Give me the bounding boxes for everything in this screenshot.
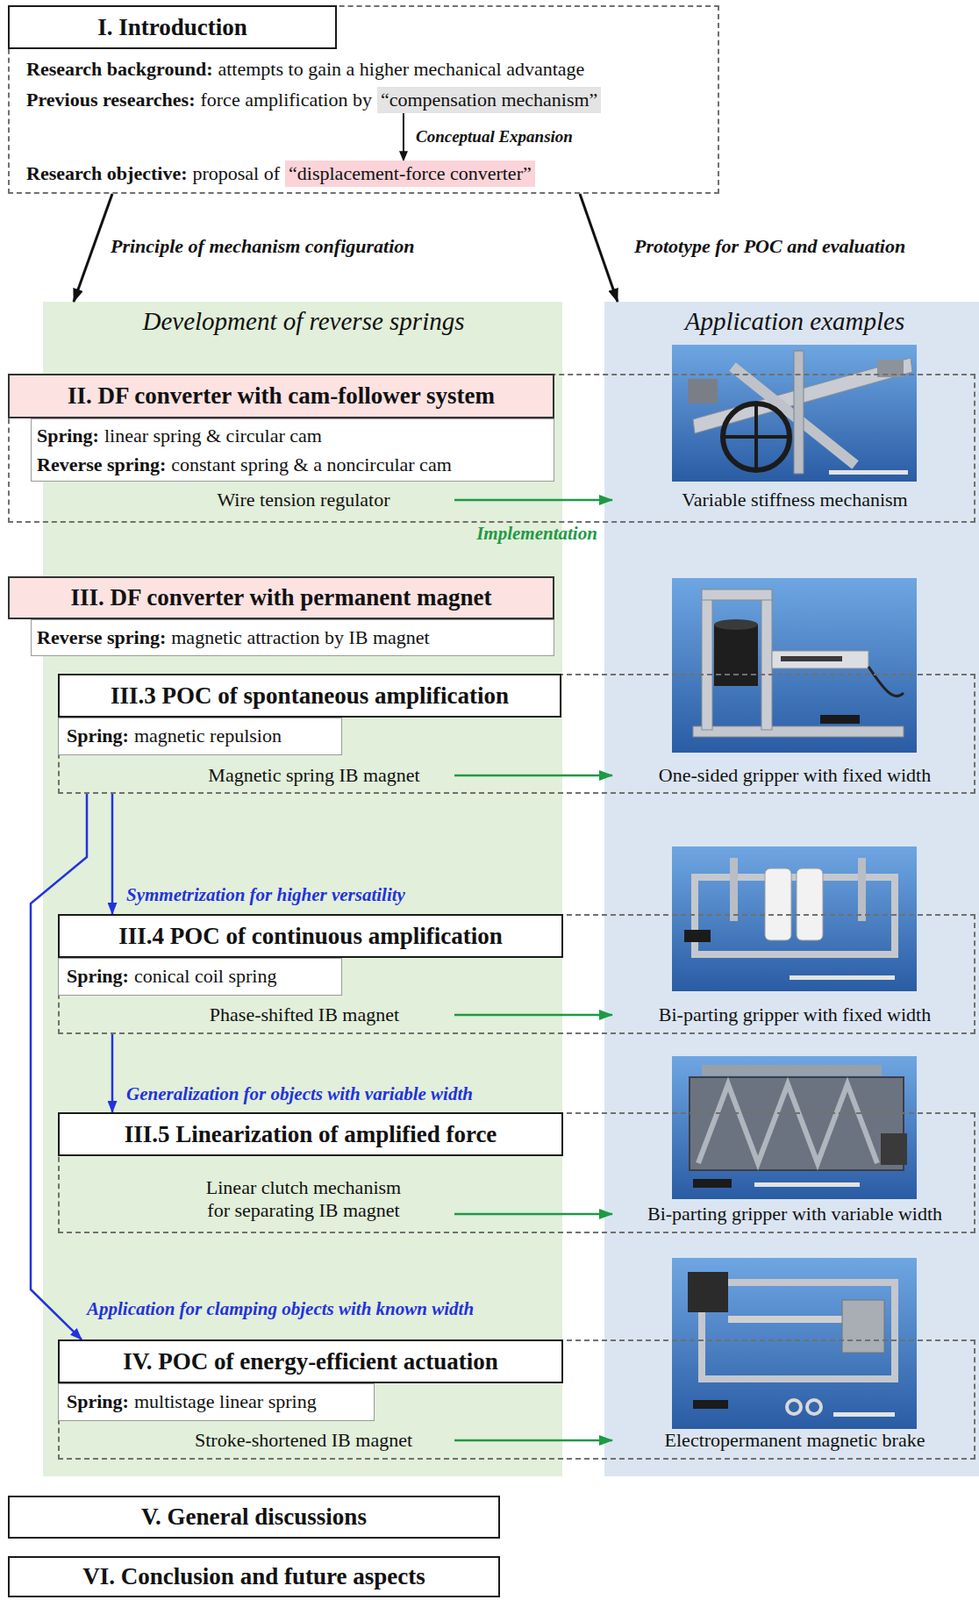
node-text: VI. Conclusion and future aspects: [82, 1562, 425, 1591]
node-text: Previous researches:: [26, 88, 195, 112]
node-text: Wire tension regulator: [216, 488, 390, 512]
edge-label: Symmetrization for higher versatility: [126, 884, 406, 907]
node-text: Development of reverse springs: [142, 306, 465, 337]
implementation-arrow: [454, 1439, 613, 1443]
node-text: Phase-shifted IB magnet: [209, 1003, 400, 1027]
node-text: III.4 POC of continuous amplification: [118, 921, 502, 951]
section-frame: Stroke-shortened IB magnet Electropermane…: [57, 1339, 976, 1460]
section-frame: Wire tension regulator Variable stiffness…: [7, 373, 976, 523]
edge-label: Application for clamping objects with kn…: [86, 1298, 474, 1321]
connector-arrow: [111, 1034, 115, 1113]
edge-label: Generalization for objects with variable…: [126, 1083, 473, 1106]
node-text: linear spring & circular cam: [104, 424, 322, 448]
node-text: conical coil spring: [134, 964, 278, 988]
node-text: constant spring & a noncircular cam: [171, 453, 452, 477]
node-text: III.3 POC of spontaneous amplification: [110, 681, 509, 710]
heading-box: I. Introduction: [7, 5, 337, 50]
node-text: magnetic repulsion: [134, 724, 282, 748]
section-frame: Phase-shifted IB magnet Bi-parting grippe…: [57, 914, 976, 1035]
implementation-arrow: [454, 1213, 613, 1216]
section-frame: Research background:attempts to gain a h…: [7, 5, 720, 194]
annotation-label: Implementation: [476, 522, 598, 545]
node-text: Stroke-shortened IB magnet: [194, 1429, 413, 1452]
edge-label: Conceptual Expansion: [415, 127, 573, 148]
node-text: attempts to gain a higher mechanical adv…: [217, 57, 585, 81]
heading-box: III.5 Linearization of amplified force: [57, 1112, 564, 1157]
node-text: Reverse spring:: [36, 453, 166, 477]
node-text: Reverse spring:: [36, 626, 166, 650]
edge-label: Prototype for POC and evaluation: [634, 235, 906, 258]
node-text: magnetic attraction by IB magnet: [171, 626, 429, 650]
heading-box: IV. POC of energy-efficient actuation: [57, 1339, 564, 1384]
section-frame: Linear clutch mechanism for separating I…: [57, 1112, 976, 1234]
node-text: Spring:: [66, 1390, 129, 1414]
highlight-box: “displacement-force converter”: [285, 160, 536, 187]
node-text: Research objective:: [26, 162, 187, 186]
node-text: V. General discussions: [141, 1502, 367, 1531]
heading-box: III. DF converter with permanent magnet: [7, 576, 555, 620]
node-text: Linear clutch mechanism for separating I…: [171, 1176, 436, 1223]
implementation-arrow: [454, 774, 613, 778]
node-text: IV. POC of energy-efficient actuation: [122, 1347, 499, 1376]
connector-arrow: [73, 193, 113, 302]
prototype-photo: [671, 344, 917, 482]
node-text: Spring:: [66, 724, 129, 748]
connector-arrow: [402, 113, 405, 162]
prototype-photo: [671, 846, 917, 992]
node-text: I. Introduction: [97, 13, 248, 42]
detail-box: Spring:magnetic repulsion: [57, 717, 343, 756]
node-text: Spring:: [36, 424, 100, 448]
connector-arrow: [111, 793, 115, 915]
heading-box: III.3 POC of spontaneous amplification: [57, 673, 562, 718]
node-text: Application examples: [685, 306, 905, 337]
implementation-arrow: [454, 1014, 613, 1017]
detail-box: Spring:conical coil spring: [57, 957, 343, 996]
heading-box: VI. Conclusion and future aspects: [7, 1556, 501, 1598]
node-text: III.5 Linearization of amplified force: [124, 1120, 498, 1149]
prototype-photo: [671, 1257, 917, 1430]
heading-box: III.4 POC of continuous amplification: [57, 914, 564, 958]
node-text: Electropermanent magnetic brake: [664, 1429, 926, 1452]
node-text: III. DF converter with permanent magnet: [71, 583, 493, 612]
connector-arrow: [579, 193, 618, 302]
prototype-photo: [671, 1056, 917, 1200]
implementation-arrow: [454, 499, 613, 502]
detail-box: Spring:multistage linear spring: [57, 1383, 375, 1422]
prototype-photo: [671, 578, 917, 753]
connector-arrow: [30, 793, 87, 1340]
edge-label: Principle of mechanism configuration: [110, 235, 415, 258]
heading-box: II. DF converter with cam-follower syste…: [7, 373, 555, 419]
node-text: II. DF converter with cam-follower syste…: [67, 381, 495, 410]
node-text: “displacement-force converter”: [288, 162, 532, 185]
node-text: Magnetic spring IB magnet: [207, 764, 420, 787]
node-text: Research background:: [26, 57, 213, 81]
node-text: Bi-parting gripper with variable width: [647, 1202, 943, 1226]
section-frame: Magnetic spring IB magnet One-sided gripp…: [57, 673, 976, 794]
heading-box: V. General discussions: [7, 1495, 501, 1539]
node-text: multistage linear spring: [134, 1390, 317, 1414]
node-text: force amplification by: [200, 88, 372, 112]
node-text: Bi-parting gripper with fixed width: [658, 1003, 931, 1027]
node-text: Spring:: [66, 964, 129, 988]
detail-box: Spring:linear spring & circular camRever…: [30, 418, 555, 482]
node-text: “compensation mechanism”: [380, 88, 598, 111]
node-text: proposal of: [192, 162, 280, 186]
highlight-box: “compensation mechanism”: [377, 86, 601, 114]
node-text: Variable stiffness mechanism: [681, 488, 908, 512]
node-text: One-sided gripper with fixed width: [658, 764, 931, 787]
detail-box: Reverse spring:magnetic attraction by IB…: [30, 619, 555, 657]
